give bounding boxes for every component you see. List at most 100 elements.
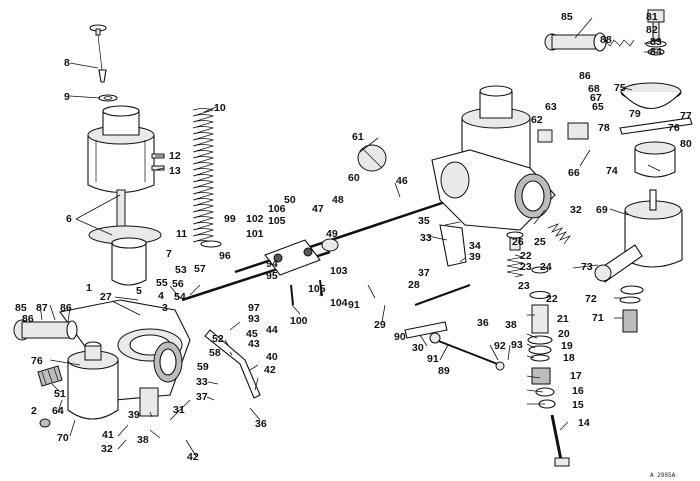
- callout-59: 59: [197, 361, 209, 373]
- callout-85: 85: [561, 11, 573, 23]
- callout-60: 60: [348, 172, 360, 184]
- callout-92: 92: [494, 340, 506, 352]
- callout-91: 91: [348, 299, 360, 311]
- callout-53: 53: [175, 264, 187, 276]
- callout-84: 84: [650, 46, 662, 58]
- drawing-reference-code: A 2985A: [650, 472, 676, 479]
- callout-22: 22: [520, 250, 532, 262]
- callout-71: 71: [592, 312, 604, 324]
- callout-103: 103: [330, 265, 348, 277]
- callout-26: 26: [512, 236, 524, 248]
- callout-63: 63: [545, 101, 557, 113]
- callout-91b: 91: [427, 353, 439, 365]
- callout-24: 24: [540, 261, 552, 273]
- callout-76b: 76: [31, 355, 43, 367]
- callout-33b: 33: [196, 376, 208, 388]
- callout-87: 87: [36, 302, 48, 314]
- callout-55: 55: [156, 277, 168, 289]
- callout-64: 64: [52, 405, 64, 417]
- upper-right-parts: [537, 9, 693, 333]
- callout-13: 13: [169, 165, 181, 177]
- callout-89: 89: [438, 365, 450, 377]
- callout-38: 38: [505, 319, 517, 331]
- callout-61: 61: [352, 131, 364, 143]
- callout-36b: 36: [255, 418, 267, 430]
- callout-97: 97: [248, 302, 260, 314]
- callout-37b: 37: [196, 391, 208, 403]
- leader-lines: [39, 17, 661, 457]
- callout-14: 14: [578, 417, 590, 429]
- callout-86c: 86: [22, 313, 34, 325]
- callout-33: 33: [420, 232, 432, 244]
- callout-101: 101: [246, 228, 264, 240]
- piston-spring-10: [192, 108, 222, 248]
- callout-102: 102: [246, 213, 264, 225]
- callout-68: 68: [588, 83, 600, 95]
- callout-36: 36: [477, 317, 489, 329]
- callout-23b: 23: [518, 280, 530, 292]
- callout-75: 75: [614, 82, 626, 94]
- callout-50: 50: [284, 194, 296, 206]
- callout-78: 78: [598, 122, 610, 134]
- callout-30: 30: [412, 342, 424, 354]
- callout-77: 77: [680, 110, 692, 122]
- callout-47: 47: [312, 203, 324, 215]
- callout-31: 31: [173, 404, 185, 416]
- callout-67: 67: [590, 92, 602, 104]
- callout-76: 76: [668, 122, 680, 134]
- callout-32: 32: [570, 204, 582, 216]
- callout-48: 48: [332, 194, 344, 206]
- callout-17: 17: [570, 370, 582, 382]
- callout-88: 88: [600, 34, 612, 46]
- callout-6: 6: [66, 213, 72, 225]
- callout-66: 66: [568, 167, 580, 179]
- callout-19: 19: [561, 340, 573, 352]
- callout-106: 106: [268, 203, 286, 215]
- callout-9: 9: [64, 91, 70, 103]
- callout-42b: 42: [187, 451, 199, 463]
- callout-32b: 32: [101, 443, 113, 455]
- callout-72: 72: [585, 293, 597, 305]
- callout-39: 39: [469, 251, 481, 263]
- throttle-linkage: [181, 190, 505, 399]
- callout-27: 27: [100, 291, 112, 303]
- callout-81: 81: [646, 11, 658, 23]
- callout-8: 8: [64, 57, 70, 69]
- callout-79: 79: [629, 108, 641, 120]
- callout-82: 82: [646, 24, 658, 36]
- callout-57: 57: [194, 263, 206, 275]
- callout-94: 94: [266, 258, 278, 270]
- callout-90: 90: [394, 331, 406, 343]
- callout-44: 44: [266, 324, 278, 336]
- callout-28: 28: [408, 279, 420, 291]
- callout-35: 35: [418, 215, 430, 227]
- left-carburettor-body: [13, 299, 191, 428]
- callout-39b: 39: [128, 409, 140, 421]
- callout-58: 58: [209, 347, 221, 359]
- callout-56: 56: [172, 278, 184, 290]
- callout-93: 93: [248, 313, 260, 325]
- callout-100: 100: [290, 315, 308, 327]
- callout-37: 37: [418, 267, 430, 279]
- callout-105b: 105: [308, 283, 326, 295]
- callout-18: 18: [563, 352, 575, 364]
- callout-15: 15: [572, 399, 584, 411]
- callout-83: 83: [650, 36, 662, 48]
- callout-52: 52: [212, 333, 224, 345]
- callout-86b: 86: [60, 302, 72, 314]
- callout-45: 45: [246, 328, 258, 340]
- callout-86: 86: [579, 70, 591, 82]
- callout-62: 62: [531, 114, 543, 126]
- callout-21: 21: [557, 313, 569, 325]
- callout-69: 69: [596, 204, 608, 216]
- callout-73: 73: [581, 261, 593, 273]
- callout-70: 70: [57, 432, 69, 444]
- left-suction-chamber: [87, 105, 165, 286]
- callout-23: 23: [520, 261, 532, 273]
- callout-1: 1: [86, 282, 92, 294]
- callout-49: 49: [326, 228, 338, 240]
- callout-95: 95: [266, 270, 278, 282]
- callout-74: 74: [606, 165, 618, 177]
